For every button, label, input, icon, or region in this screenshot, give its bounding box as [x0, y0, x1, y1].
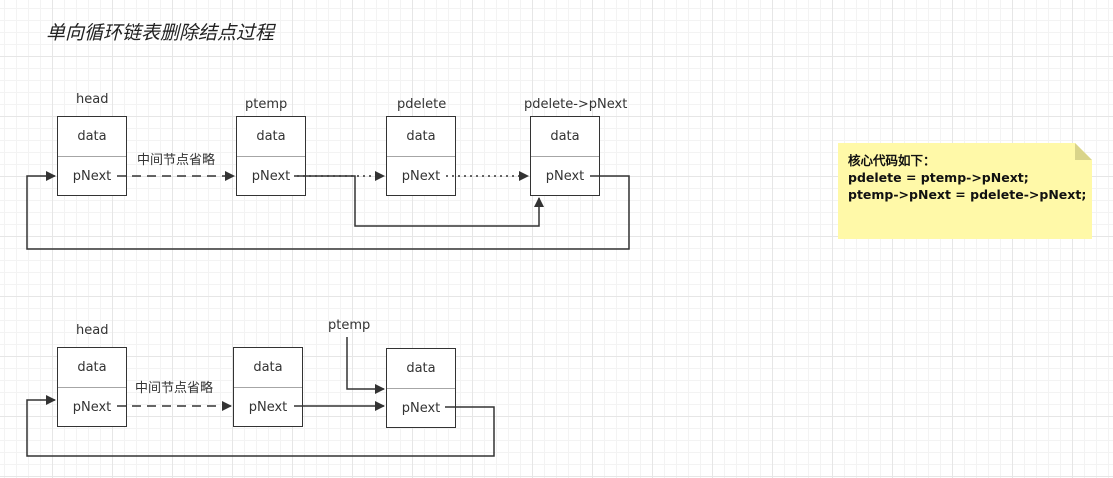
list-node-pdelete: data pNext	[386, 116, 456, 196]
node-data-field: data	[387, 117, 455, 157]
list-node-middle: data pNext	[233, 347, 303, 427]
head-label: head	[76, 323, 109, 338]
node-data-field: data	[58, 348, 126, 388]
pdelete-label: pdelete	[397, 97, 447, 112]
node-next-field: pNext	[545, 169, 585, 184]
node-next-field: pNext	[401, 169, 441, 184]
list-node-pdelete-next: data pNext	[530, 116, 600, 196]
list-node-head: data pNext	[57, 347, 127, 427]
node-next-field: pNext	[251, 169, 291, 184]
node-data-field: data	[387, 349, 455, 389]
omitted-nodes-label: 中间节点省略	[135, 381, 214, 396]
list-node-ptemp: data pNext	[386, 348, 456, 428]
ptemp-label: ptemp	[328, 318, 371, 333]
ptemp-pointer-arrow	[346, 337, 385, 394]
list-node-head: data pNext	[57, 116, 127, 196]
note-heading: 核心代码如下：	[848, 153, 936, 168]
node-next-field: pNext	[72, 400, 112, 415]
node-next-field: pNext	[401, 401, 441, 416]
ptemp-label: ptemp	[245, 97, 288, 112]
omitted-nodes-label: 中间节点省略	[137, 153, 216, 168]
node-data-field: data	[237, 117, 305, 157]
node-data-field: data	[58, 117, 126, 157]
node-next-field: pNext	[72, 169, 112, 184]
note-fold-corner	[1075, 143, 1092, 160]
head-label: head	[76, 92, 109, 107]
note-code-line: ptemp->pNext = pdelete->pNext;	[848, 187, 1087, 202]
diagram-title: 单向循环链表删除结点过程	[46, 22, 275, 44]
node-data-field: data	[531, 117, 599, 157]
node-next-field: pNext	[248, 400, 288, 415]
note-code-line: pdelete = ptemp->pNext;	[848, 170, 1029, 185]
list-node-ptemp: data pNext	[236, 116, 306, 196]
code-note: 核心代码如下： pdelete = ptemp->pNext; ptemp->p…	[838, 143, 1092, 239]
pdelete-next-label: pdelete->pNext	[524, 97, 628, 112]
node-data-field: data	[234, 348, 302, 388]
